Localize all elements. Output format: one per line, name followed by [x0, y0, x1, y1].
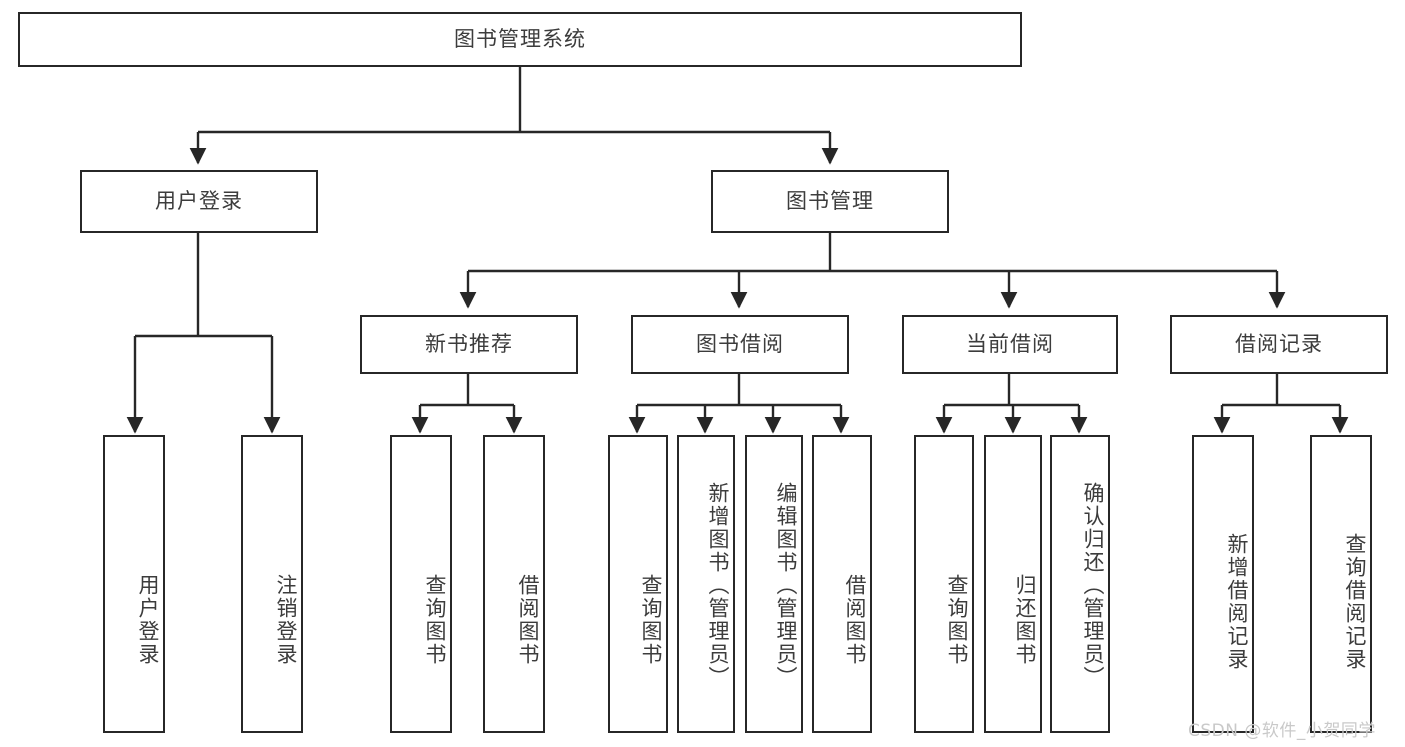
leaf-borrow-book[interactable]: 借阅图书: [812, 435, 872, 733]
node-book-management[interactable]: 图书管理: [711, 170, 949, 233]
leaf-add-borrow-record[interactable]: 新增借阅记录: [1192, 435, 1254, 733]
node-label: 借阅图书: [516, 574, 540, 666]
node-label: 编辑图书（管理员）: [774, 481, 798, 689]
node-label: 用户登录: [155, 188, 243, 213]
leaf-user-login[interactable]: 用户登录: [103, 435, 165, 733]
node-label: 新书推荐: [425, 331, 513, 356]
node-label: 确认归还（管理员）: [1081, 481, 1105, 689]
csdn-watermark: CSDN @软件_小贺同学: [1188, 721, 1376, 741]
node-label: 图书管理系统: [454, 26, 586, 51]
node-label: 借阅记录: [1235, 331, 1323, 356]
node-label: 当前借阅: [966, 331, 1054, 356]
node-root-system[interactable]: 图书管理系统: [18, 12, 1022, 67]
node-label: 查询图书: [423, 574, 447, 666]
leaf-query-book-recommend[interactable]: 查询图书: [390, 435, 452, 733]
node-new-book-recommend[interactable]: 新书推荐: [360, 315, 578, 374]
leaf-add-book-admin[interactable]: 新增图书（管理员）: [677, 435, 735, 733]
node-label: 新增图书（管理员）: [706, 481, 730, 689]
node-label: 注销登录: [274, 574, 298, 666]
leaf-confirm-return-admin[interactable]: 确认归还（管理员）: [1050, 435, 1110, 733]
node-user-login[interactable]: 用户登录: [80, 170, 318, 233]
leaf-edit-book-admin[interactable]: 编辑图书（管理员）: [745, 435, 803, 733]
leaf-borrow-book-recommend[interactable]: 借阅图书: [483, 435, 545, 733]
node-label: 查询借阅记录: [1343, 533, 1367, 671]
node-label: 图书借阅: [696, 331, 784, 356]
node-borrow-record[interactable]: 借阅记录: [1170, 315, 1388, 374]
node-label: 新增借阅记录: [1225, 533, 1249, 671]
leaf-logout[interactable]: 注销登录: [241, 435, 303, 733]
node-label: 图书管理: [786, 188, 874, 213]
node-book-borrow[interactable]: 图书借阅: [631, 315, 849, 374]
leaf-query-book-borrow[interactable]: 查询图书: [608, 435, 668, 733]
leaf-query-borrow-record[interactable]: 查询借阅记录: [1310, 435, 1372, 733]
node-label: 用户登录: [136, 574, 160, 666]
leaf-query-book-current[interactable]: 查询图书: [914, 435, 974, 733]
node-current-borrow[interactable]: 当前借阅: [902, 315, 1118, 374]
node-label: 查询图书: [945, 574, 969, 666]
node-label: 归还图书: [1013, 574, 1037, 666]
leaf-return-book[interactable]: 归还图书: [984, 435, 1042, 733]
node-label: 查询图书: [639, 574, 663, 666]
node-label: 借阅图书: [843, 574, 867, 666]
